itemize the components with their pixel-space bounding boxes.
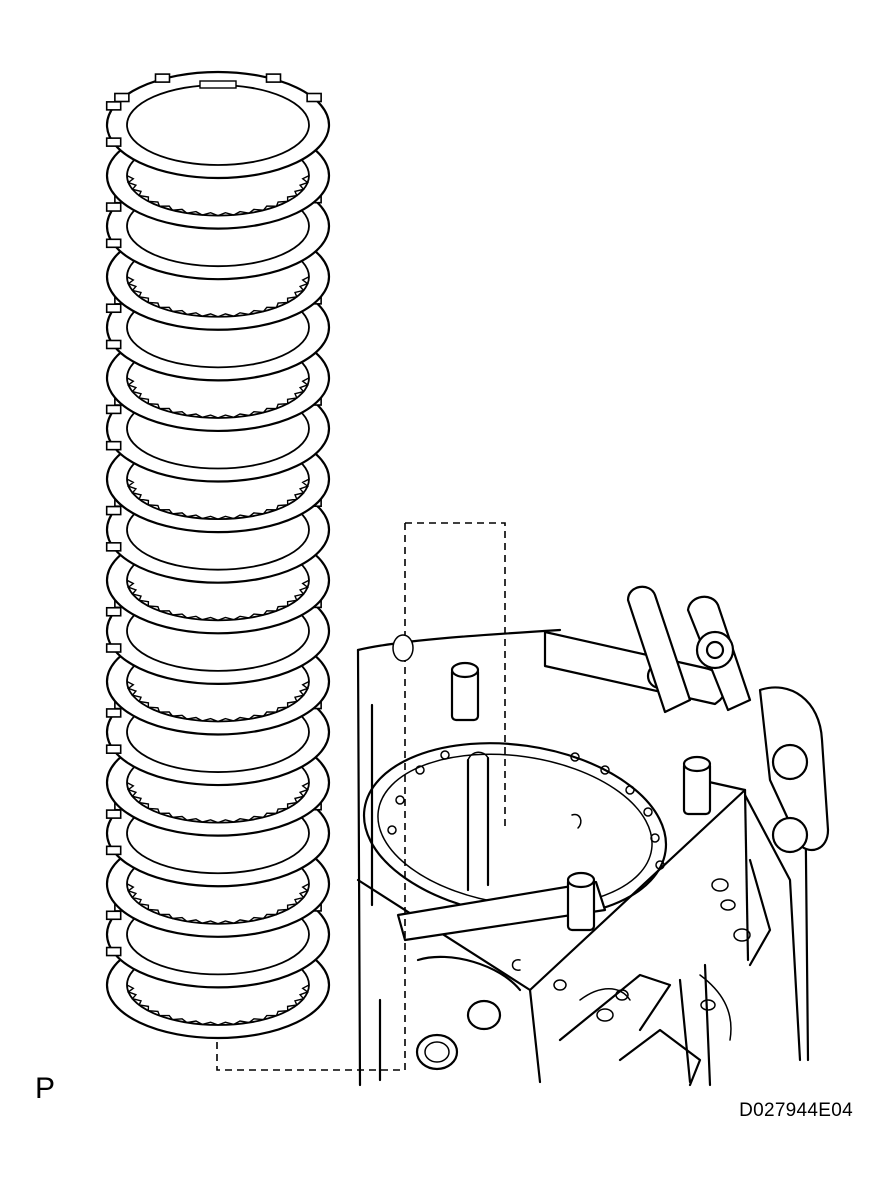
holding-fixture-icon [396,585,830,967]
installation-leader-line [216,522,506,1071]
figure-code: D027944E04 [739,1100,853,1121]
view-label: P [35,1072,56,1105]
steel-plate [105,70,331,180]
clutch-plate-stack-icon [105,70,331,1040]
